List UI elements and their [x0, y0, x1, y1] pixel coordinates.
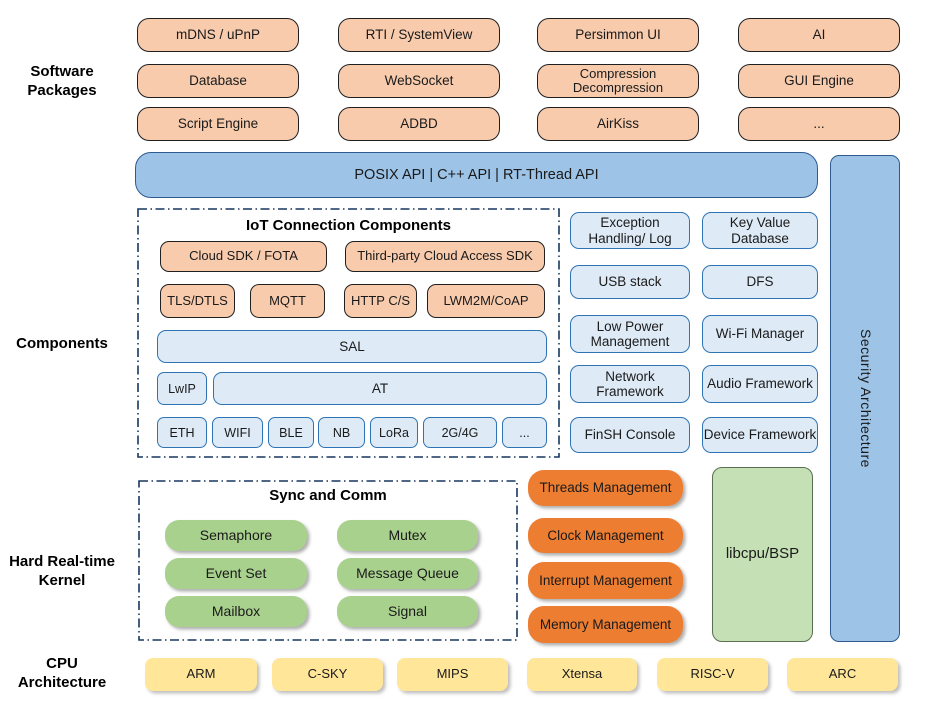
sync-box: Message Queue [337, 558, 478, 589]
link-box: ... [502, 417, 547, 448]
package-box: WebSocket [338, 64, 500, 98]
link-box: ETH [157, 417, 207, 448]
component-box: FinSH Console [570, 417, 690, 453]
package-box: ... [738, 107, 900, 141]
component-box: Device Framework [702, 417, 818, 453]
management-box: Clock Management [528, 518, 683, 553]
management-box: Threads Management [528, 470, 683, 506]
component-box: Key Value Database [702, 212, 818, 249]
protocol-box: HTTP C/S [344, 284, 417, 318]
component-box: DFS [702, 265, 818, 299]
cpu-box: MIPS [397, 658, 508, 691]
sal-bar: SAL [157, 330, 547, 363]
management-box: Interrupt Management [528, 562, 683, 599]
sync-comm-frame [138, 480, 518, 641]
package-box: ADBD [338, 107, 500, 141]
package-box: GUI Engine [738, 64, 900, 98]
package-box: AirKiss [537, 107, 699, 141]
cpu-box: RISC-V [657, 658, 768, 691]
protocol-box: MQTT [250, 284, 325, 318]
third-party-sdk-box: Third-party Cloud Access SDK [345, 241, 545, 272]
at-bar: AT [213, 372, 547, 405]
security-architecture-label: Security Architecture [857, 329, 874, 468]
package-box: Script Engine [137, 107, 299, 141]
sync-box: Semaphore [165, 520, 307, 551]
component-box: Exception Handling/ Log [570, 212, 690, 249]
package-box: RTI / SystemView [338, 18, 500, 52]
package-box: AI [738, 18, 900, 52]
section-label-cpu: CPU Architecture [17, 655, 107, 691]
protocol-box: LWM2M/CoAP [427, 284, 545, 318]
cpu-box: C-SKY [272, 658, 383, 691]
link-box: BLE [268, 417, 314, 448]
package-box: Compression Decompression [537, 64, 699, 98]
section-label-software-packages: Software Packages [27, 63, 97, 99]
management-box: Memory Management [528, 606, 683, 643]
libcpu-bsp-box: libcpu/BSP [712, 467, 813, 642]
lwip-box: LwIP [157, 372, 207, 405]
component-box: Wi-Fi Manager [702, 315, 818, 353]
cpu-box: ARC [787, 658, 898, 691]
cpu-box: ARM [145, 658, 257, 691]
link-box: NB [318, 417, 365, 448]
link-box: 2G/4G [423, 417, 497, 448]
sync-box: Mailbox [165, 596, 307, 627]
section-label-components: Components [16, 334, 108, 352]
protocol-box: TLS/DTLS [160, 284, 235, 318]
iot-section-frame [137, 208, 560, 458]
component-box: Audio Framework [702, 365, 818, 403]
package-box: Database [137, 64, 299, 98]
package-box: mDNS / uPnP [137, 18, 299, 52]
link-box: LoRa [370, 417, 418, 448]
component-box: USB stack [570, 265, 690, 299]
component-box: Low Power Management [570, 315, 690, 353]
package-box: Persimmon UI [537, 18, 699, 52]
iot-section-title: IoT Connection Components [246, 217, 451, 234]
sync-box: Mutex [337, 520, 478, 551]
api-bar: POSIX API | C++ API | RT-Thread API [135, 152, 818, 198]
link-box: WIFI [212, 417, 263, 448]
cloud-sdk-box: Cloud SDK / FOTA [160, 241, 327, 272]
sync-box: Event Set [165, 558, 307, 589]
sync-box: Signal [337, 596, 478, 627]
component-box: Network Framework [570, 365, 690, 403]
cpu-box: Xtensa [527, 658, 637, 691]
security-architecture-bar: Security Architecture [830, 155, 900, 642]
sync-comm-title: Sync and Comm [269, 487, 387, 504]
section-label-kernel: Hard Real-time Kernel [9, 553, 115, 589]
